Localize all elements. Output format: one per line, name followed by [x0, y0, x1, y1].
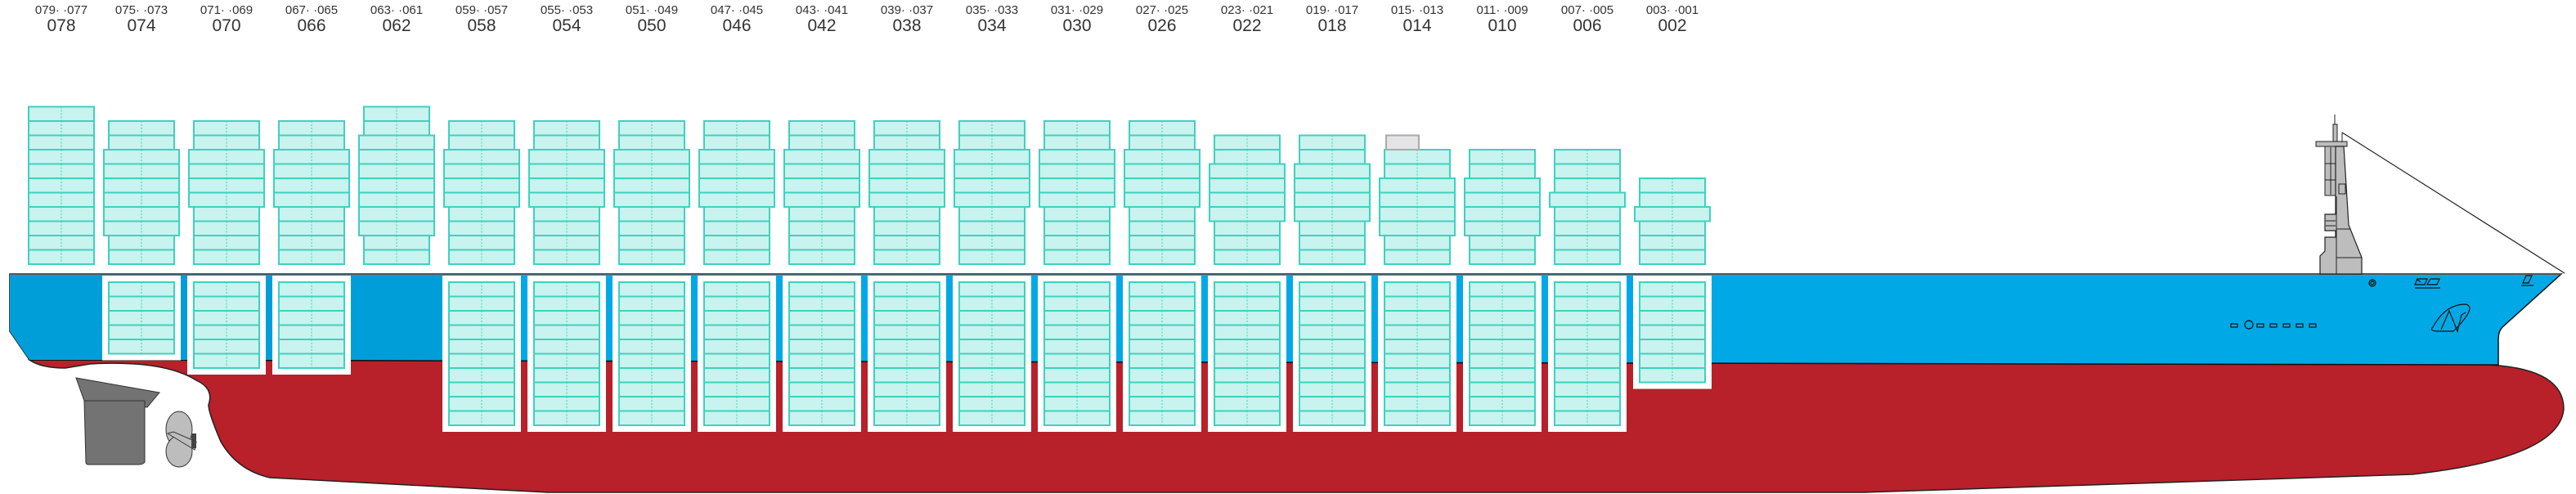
bay-018[interactable]: [1293, 134, 1371, 433]
bay-034[interactable]: [953, 120, 1031, 432]
bay-022[interactable]: [1208, 134, 1286, 433]
anchor-icon: [2430, 303, 2471, 333]
bay-number-label: 026: [1147, 16, 1176, 35]
bay-078[interactable]: [28, 106, 95, 265]
bay-050[interactable]: [613, 120, 691, 432]
forestay-line: [2341, 132, 2565, 274]
bay-pair-label: 075· ·073: [115, 3, 168, 17]
bay-070[interactable]: [187, 120, 266, 375]
bay-number-label: 014: [1402, 16, 1431, 35]
bay-054[interactable]: [527, 120, 606, 432]
bay-066[interactable]: [272, 120, 351, 375]
bay-number-label: 030: [1062, 16, 1091, 35]
bay-pair-label: 063· ·061: [370, 3, 423, 17]
bay-pair-label: 051· ·049: [626, 3, 678, 17]
bay-006[interactable]: [1548, 149, 1627, 432]
bay-042[interactable]: [783, 120, 861, 432]
bay-pair-label: 079· ·077: [35, 3, 88, 17]
propeller: [165, 411, 197, 468]
forward-mast: [2315, 115, 2565, 275]
bay-stacks: [28, 106, 1712, 433]
bay-number-label: 078: [47, 16, 75, 35]
hull-markings: [2230, 275, 2533, 333]
bay-058[interactable]: [442, 120, 521, 432]
bay-number-label: 018: [1317, 16, 1346, 35]
bay-number-label: 066: [297, 16, 325, 35]
bay-026[interactable]: [1123, 120, 1201, 432]
bay-pair-label: 019· ·017: [1306, 3, 1358, 17]
bay-number-label: 002: [1658, 16, 1686, 35]
bay-number-label: 042: [807, 16, 836, 35]
bay-pair-label: 015· ·013: [1391, 3, 1443, 17]
bay-pair-label: 047· ·045: [711, 3, 763, 17]
empty-slot: [1385, 134, 1420, 150]
bay-046[interactable]: [698, 120, 776, 432]
bay-pair-label: 003· ·001: [1646, 3, 1699, 17]
bay-pair-label: 039· ·037: [881, 3, 933, 17]
bay-number-label: 062: [382, 16, 411, 35]
bay-074[interactable]: [102, 120, 181, 361]
bay-number-label: 038: [892, 16, 921, 35]
bay-pair-label: 059· ·057: [456, 3, 508, 17]
bay-pair-label: 027· ·025: [1136, 3, 1188, 17]
bay-pair-label: 023· ·021: [1221, 3, 1273, 17]
bay-002[interactable]: [1633, 177, 1712, 389]
bay-030[interactable]: [1038, 120, 1116, 432]
bay-number-label: 006: [1573, 16, 1601, 35]
bay-number-label: 010: [1488, 16, 1516, 35]
bay-pair-label: 035· ·033: [966, 3, 1018, 17]
bay-pair-label: 067· ·065: [285, 3, 338, 17]
bay-pair-label: 055· ·053: [541, 3, 593, 17]
bay-038[interactable]: [868, 120, 946, 432]
bay-014[interactable]: [1378, 134, 1456, 433]
bay-number-label: 054: [552, 16, 581, 35]
hawse-marking-icon: [2368, 279, 2376, 287]
rudder: [75, 377, 160, 465]
draft-marks: [2230, 320, 2317, 330]
bay-062[interactable]: [358, 106, 435, 265]
bay-number-label: 046: [722, 16, 751, 35]
bay-pair-label: 011· ·009: [1476, 3, 1528, 17]
bay-pair-label: 031· ·029: [1051, 3, 1103, 17]
bay-number-label: 050: [637, 16, 666, 35]
bay-number-label: 058: [467, 16, 496, 35]
bay-number-label: 070: [212, 16, 240, 35]
bay-number-label: 074: [127, 16, 155, 35]
bay-pair-label: 043· ·041: [796, 3, 848, 17]
bay-pair-label: 071· ·069: [200, 3, 253, 17]
bay-pair-label: 007· ·005: [1561, 3, 1613, 17]
bay-number-label: 034: [977, 16, 1006, 35]
bay-010[interactable]: [1463, 149, 1542, 432]
bay-number-label: 022: [1232, 16, 1261, 35]
